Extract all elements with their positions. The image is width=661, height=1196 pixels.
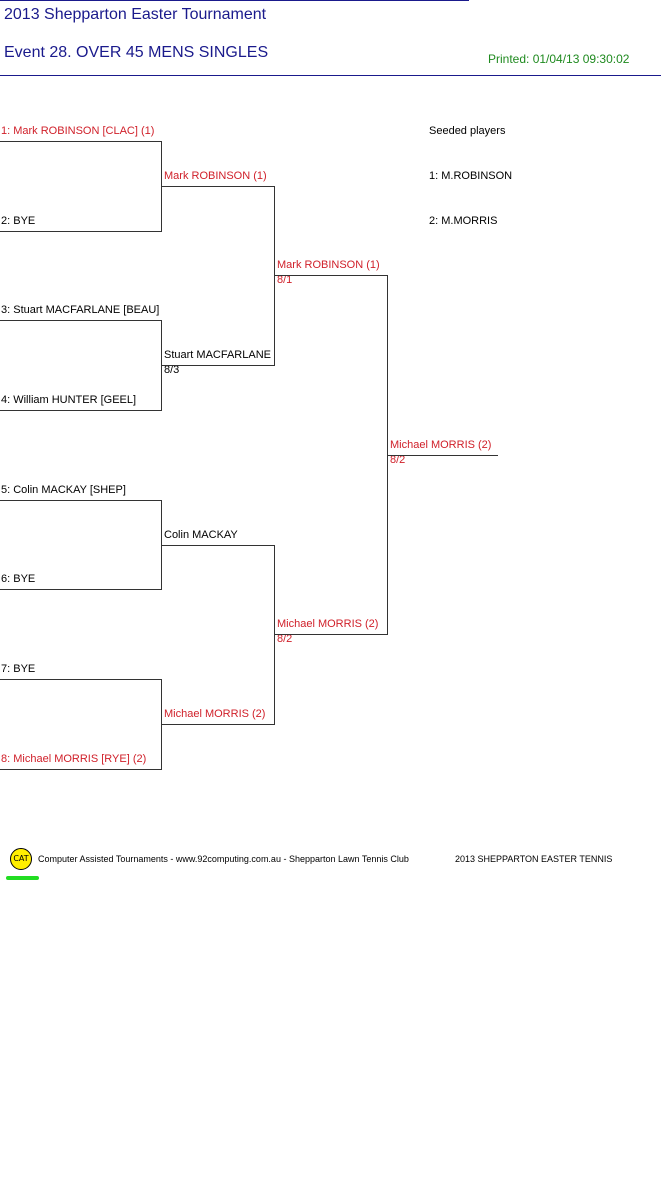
top-rule [0, 0, 469, 1]
r1-vline-a [161, 141, 162, 232]
r2-line-1 [162, 186, 275, 187]
r1-line-7 [0, 679, 162, 680]
r3-line-2 [275, 634, 388, 635]
cat-logo-underline [6, 876, 39, 880]
header-rule [0, 75, 661, 76]
r1-vline-c [161, 500, 162, 590]
r1-entry-7: 7: BYE [1, 663, 36, 675]
r1-entry-3: 3: Stuart MACFARLANE [BEAU] [1, 304, 160, 316]
r2-score-2: 8/3 [164, 364, 180, 376]
r3-entry-1: Mark ROBINSON (1) [277, 259, 380, 271]
r3-vline [387, 275, 388, 635]
r2-line-3 [162, 545, 275, 546]
r1-vline-b [161, 320, 162, 411]
r2-line-4 [162, 724, 275, 725]
r3-line-1 [275, 275, 388, 276]
footer-credit: Computer Assisted Tournaments - www.92co… [38, 854, 409, 864]
r2-entry-2: Stuart MACFARLANE [164, 349, 271, 361]
winner-line [388, 455, 498, 456]
r3-score-1: 8/1 [277, 274, 293, 286]
r1-line-5 [0, 500, 162, 501]
seeded-player-2: 2: M.MORRIS [429, 215, 498, 227]
r1-entry-2: 2: BYE [1, 215, 36, 227]
r1-vline-d [161, 679, 162, 770]
tournament-title: 2013 Shepparton Easter Tournament [4, 6, 267, 23]
r2-vline-a [274, 186, 275, 366]
r2-entry-3: Colin MACKAY [164, 529, 238, 541]
r1-entry-6: 6: BYE [1, 573, 36, 585]
seeded-player-1: 1: M.ROBINSON [429, 170, 513, 182]
r3-score-2: 8/2 [277, 633, 293, 645]
r1-line-1 [0, 141, 162, 142]
r2-line-2 [162, 365, 275, 366]
footer-event-name: 2013 SHEPPARTON EASTER TENNIS [455, 854, 613, 864]
r1-line-4 [0, 410, 162, 411]
r1-line-2 [0, 231, 162, 232]
printed-timestamp: Printed: 01/04/13 09:30:02 [488, 52, 630, 66]
r1-line-3 [0, 320, 162, 321]
r1-entry-4: 4: William HUNTER [GEEL] [1, 394, 137, 406]
winner-score: 8/2 [390, 454, 406, 466]
r1-line-8 [0, 769, 162, 770]
r1-entry-5: 5: Colin MACKAY [SHEP] [1, 484, 126, 496]
event-title: Event 28. OVER 45 MENS SINGLES [4, 44, 269, 61]
r2-entry-1: Mark ROBINSON (1) [164, 170, 267, 182]
r1-line-6 [0, 589, 162, 590]
r2-vline-b [274, 545, 275, 725]
seeded-heading: Seeded players [429, 125, 506, 137]
winner-entry: Michael MORRIS (2) [390, 439, 492, 451]
r2-entry-4: Michael MORRIS (2) [164, 708, 266, 720]
r1-entry-8: 8: Michael MORRIS [RYE] (2) [1, 753, 147, 765]
cat-logo-icon: CAT [10, 848, 32, 870]
r3-entry-2: Michael MORRIS (2) [277, 618, 379, 630]
r1-entry-1: 1: Mark ROBINSON [CLAC] (1) [1, 125, 155, 137]
